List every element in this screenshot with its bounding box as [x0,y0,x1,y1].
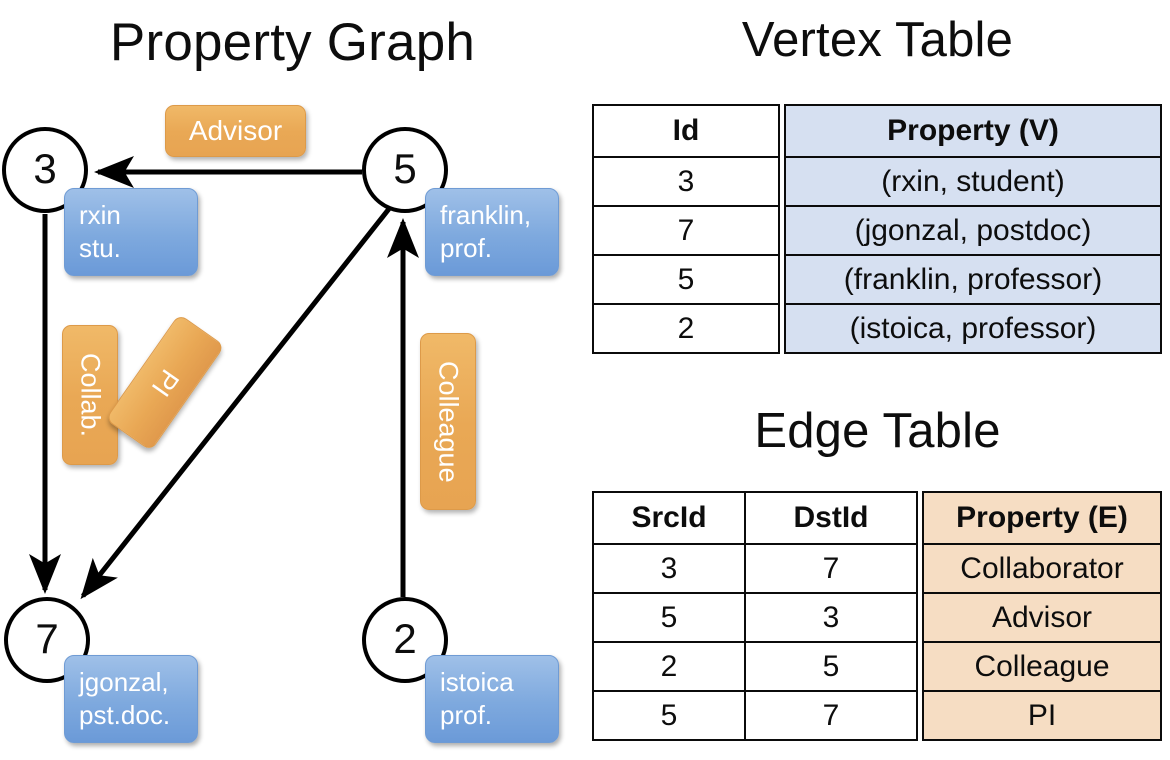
vertex-row-2-id: 5 [592,254,780,305]
node-property-jgonzal-line2: pst.doc. [79,700,171,731]
table-row[interactable]: 2 5 Colleague [592,641,1162,692]
page-title-edge-table: Edge Table [754,404,1001,458]
edge-row-2-property: Colleague [922,641,1162,692]
edge-row-3-dst: 7 [744,690,918,741]
vertex-table-col-id: Id [592,104,780,158]
edge-row-2-src: 2 [592,641,746,692]
node-property-jgonzal-line1: jgonzal, [79,667,169,697]
edge-label-collab-text: Collab. [75,352,106,438]
graph-node-2-id: 2 [393,615,417,662]
node-property-box-franklin[interactable]: franklin, prof. [425,188,559,276]
edge-label-advisor-text: Advisor [188,115,283,146]
vertex-row-2-property: (franklin, professor) [784,254,1162,305]
edge-table-col-dstid: DstId [744,491,918,545]
table-row[interactable]: 3 7 Collaborator [592,543,1162,594]
edge-label-advisor[interactable]: Advisor [165,105,306,157]
graph-node-5-id: 5 [393,145,417,192]
vertex-table-header-row: Id Property (V) [592,104,1162,158]
table-row[interactable]: 3 (rxin, student) [592,156,1162,207]
edge-row-3-src: 5 [592,690,746,741]
edge-table-col-srcid: SrcId [592,491,746,545]
node-property-istoica-line2: prof. [440,700,493,731]
edge-row-1-dst: 3 [744,592,918,643]
page-title-property-graph: Property Graph [109,13,476,72]
vertex-table: Id Property (V) 3 (rxin, student) 7 (jgo… [592,104,1162,354]
edge-row-0-dst: 7 [744,543,918,594]
vertex-row-3-property: (istoica, professor) [784,303,1162,354]
vertex-row-0-id: 3 [592,156,780,207]
node-property-rxin-line1: rxin [79,200,121,230]
table-row[interactable]: 5 (franklin, professor) [592,254,1162,305]
edge-label-pi-text: PI [145,363,186,402]
edge-row-3-property: PI [922,690,1162,741]
table-row[interactable]: 2 (istoica, professor) [592,303,1162,354]
graph-node-2[interactable]: 2 [362,597,448,683]
node-property-franklin-line2: prof. [440,233,493,264]
table-row[interactable]: 5 3 Advisor [592,592,1162,643]
edge-table-col-property: Property (E) [922,491,1162,545]
edge-row-0-property: Collaborator [922,543,1162,594]
vertex-row-1-property: (jgonzal, postdoc) [784,205,1162,256]
table-row[interactable]: 7 (jgonzal, postdoc) [592,205,1162,256]
page-title-vertex-table: Vertex Table [741,13,1014,67]
edge-label-collab[interactable]: Collab. [62,325,118,465]
edge-table-header-row: SrcId DstId Property (E) [592,491,1162,545]
edge-table: SrcId DstId Property (E) 3 7 Collaborato… [592,491,1162,741]
graph-node-5[interactable]: 5 [362,127,448,213]
node-property-rxin-line2: stu. [79,233,121,264]
edge-line-pi [80,203,394,600]
graph-node-3-id: 3 [33,145,57,192]
node-property-franklin-line1: franklin, [440,200,532,230]
vertex-row-1-id: 7 [592,205,780,256]
edge-label-colleague[interactable]: Colleague [420,333,476,510]
vertex-row-0-property: (rxin, student) [784,156,1162,207]
vertex-row-3-id: 2 [592,303,780,354]
edge-row-0-src: 3 [592,543,746,594]
vertex-table-col-property: Property (V) [784,104,1162,158]
property-graph-diagram: Advisor Collab. PI Colleague 3 5 7 2 rxi… [2,105,559,743]
node-property-box-istoica[interactable]: istoica prof. [425,655,559,743]
edge-row-1-src: 5 [592,592,746,643]
node-property-box-jgonzal[interactable]: jgonzal, pst.doc. [64,655,198,743]
node-property-box-rxin[interactable]: rxin stu. [64,188,198,276]
graph-node-7-id: 7 [35,615,59,662]
edge-row-1-property: Advisor [922,592,1162,643]
table-row[interactable]: 5 7 PI [592,690,1162,741]
node-property-istoica-line1: istoica [440,667,514,697]
edge-row-2-dst: 5 [744,641,918,692]
edge-label-colleague-text: Colleague [433,360,464,483]
graph-edge-lines [29,156,419,600]
